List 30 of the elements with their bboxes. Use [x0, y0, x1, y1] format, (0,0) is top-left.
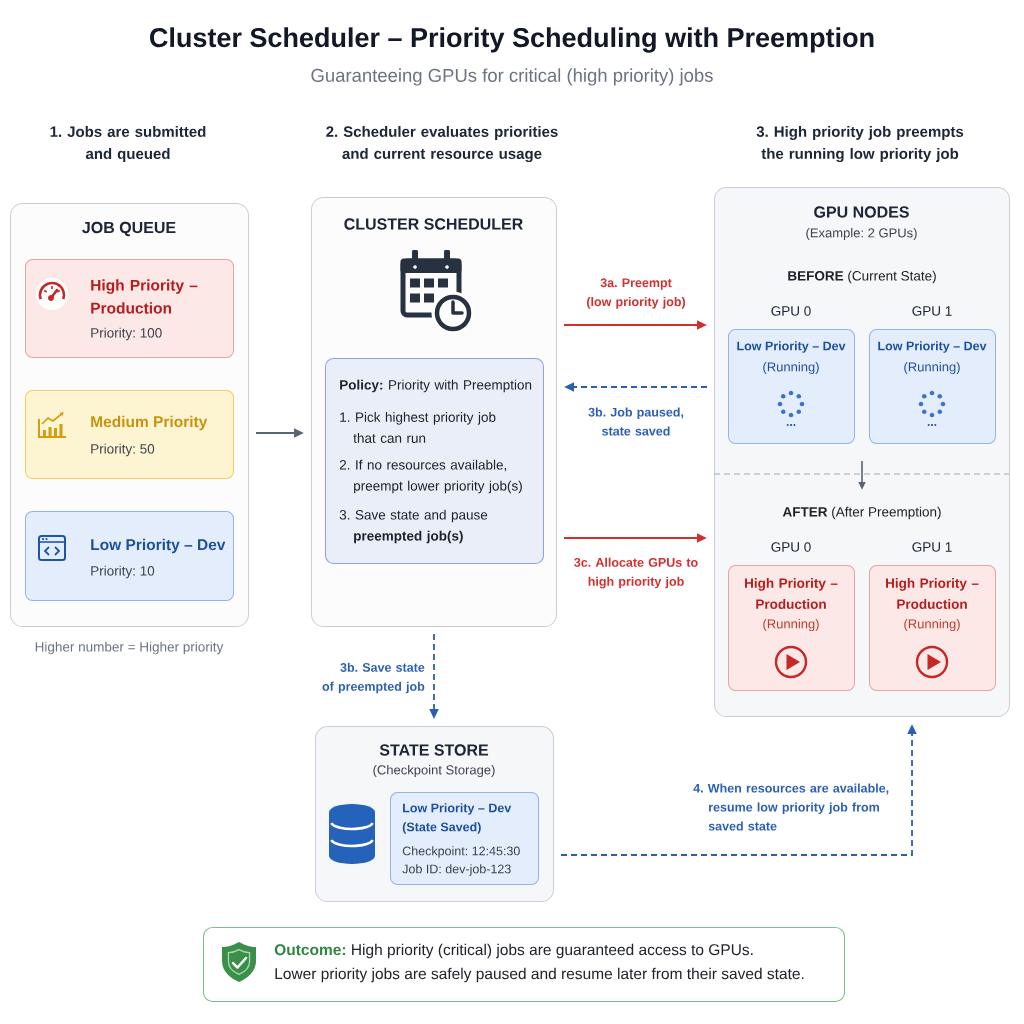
section-heading: BEFORE (Current State): [788, 270, 936, 284]
job-card: High Priority – Production (Running): [869, 565, 996, 691]
subtitle: Guaranteeing GPUs for critical (high priority) jobs: [311, 68, 713, 86]
edge-label: 4. When resources are available, resume low priority job from saved state: [693, 783, 889, 831]
node-label: (Running): [763, 361, 819, 375]
job-card: High Priority – Production (Running): [728, 565, 855, 691]
step-heading: 1. Jobs are submitted and queued: [50, 126, 206, 162]
node-label: (Running): [904, 361, 960, 375]
gpu-label: GPU 1: [912, 542, 952, 552]
policy-box: Policy: Priority with Preemption 1. Pick highest priority job that can run 2. If no resources available, preempt lower priority job(s) 3. Save state and pause preempted job(s): [325, 358, 544, 564]
edge-label: 3a. Preempt (low priority job): [587, 278, 686, 309]
checkpoint-card: Low Priority – Dev (State Saved) Checkpoint: 12:45:30 Job ID: dev-job-123: [390, 792, 539, 885]
node-label: ...: [927, 424, 937, 426]
job-card: Low Priority – Dev (Running) ...: [728, 329, 855, 444]
gpu-label: GPU 0: [771, 306, 811, 316]
edge-label: 3b. Save state of preempted job: [322, 662, 425, 694]
node-label: Low Priority – Dev: [878, 341, 987, 353]
title: Cluster Scheduler – Priority Scheduling with Preemption: [150, 27, 874, 53]
job-card: Low Priority – Dev (Running) ...: [869, 329, 996, 444]
node-label: ...: [786, 424, 796, 426]
node-label: Low Priority – Dev: [737, 341, 846, 353]
note-text: Higher number = Higher priority: [35, 641, 224, 655]
edge-label: 3c. Allocate GPUs to high priority job: [574, 557, 698, 589]
gpu-label: GPU 0: [771, 542, 811, 552]
section-heading: AFTER (After Preemption): [782, 506, 941, 520]
step-heading: 2. Scheduler evaluates priorities and current resource usage: [326, 125, 558, 163]
gpu-label: GPU 1: [912, 306, 952, 316]
edge-label: 3b. Job paused, state saved: [588, 407, 684, 436]
outcome-box: Outcome: High priority (critical) jobs are guaranteed access to GPUs. Lower priority jobs are safely paused and resume later from their saved state.: [203, 927, 845, 1002]
step-heading: 3. High priority job preempts the running low priority job: [756, 125, 964, 163]
